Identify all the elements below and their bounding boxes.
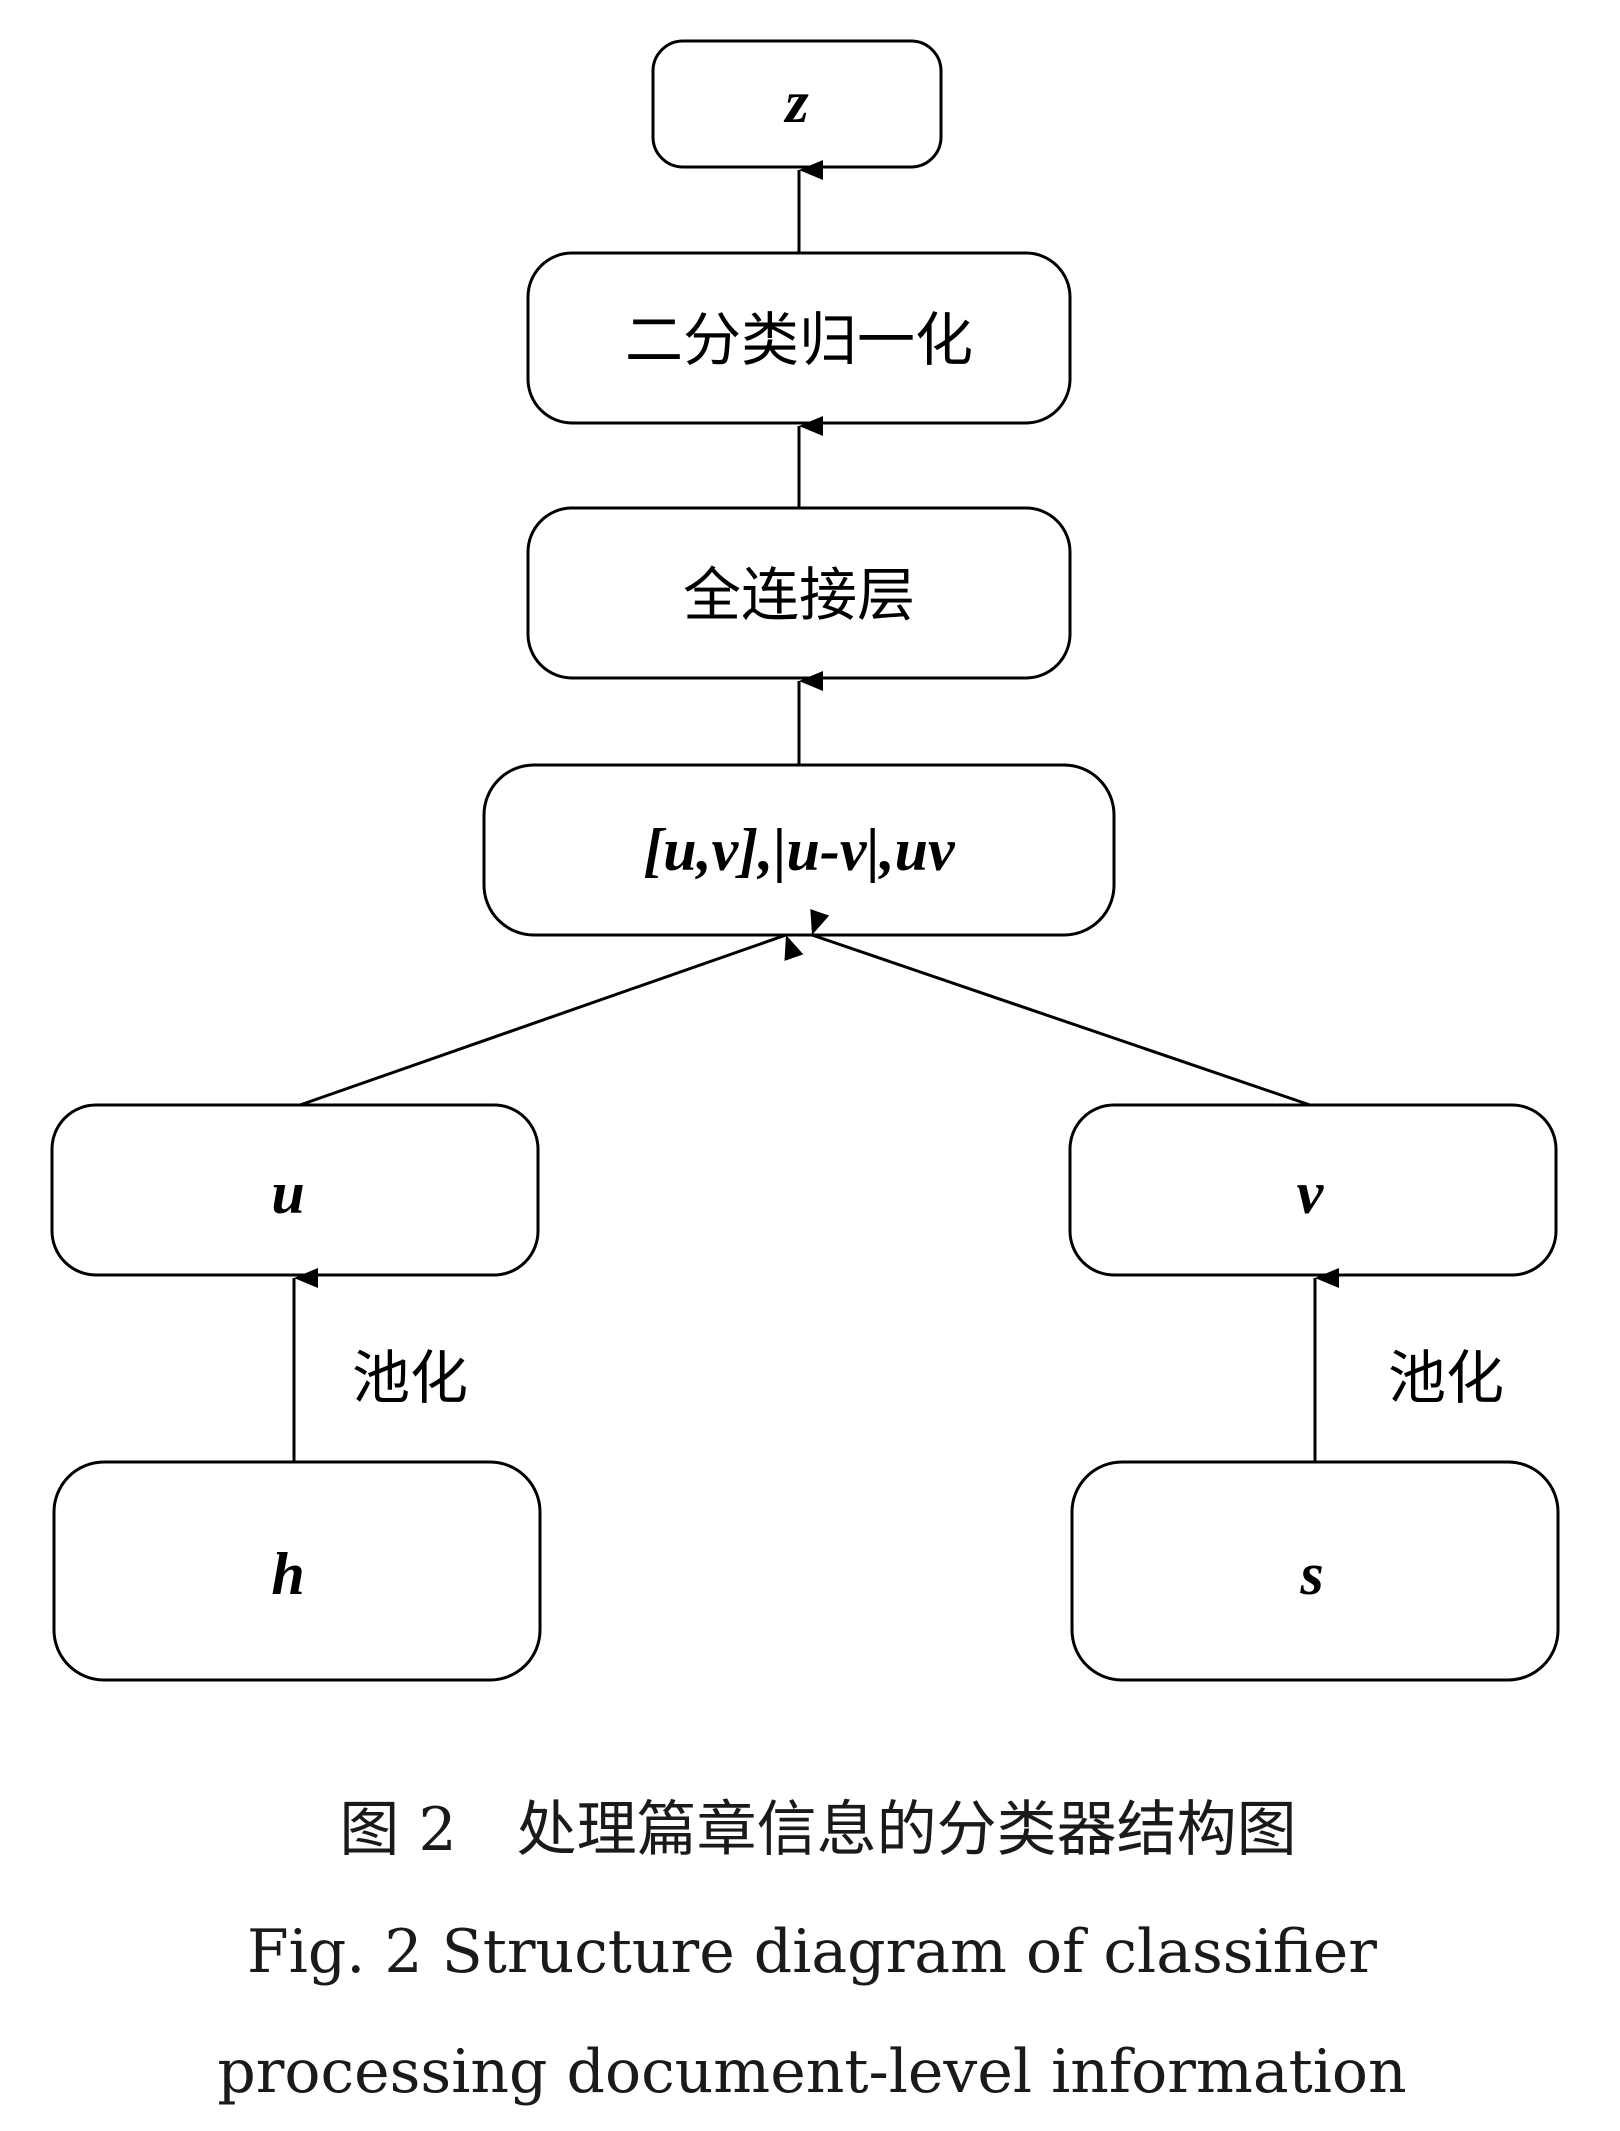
node-fc-label: 全连接层 — [683, 561, 915, 629]
edge-u-to-concat — [299, 933, 804, 1107]
node-h: h — [52, 1460, 542, 1682]
edge-label-pool-right: 池化 — [1388, 1344, 1504, 1412]
figure-caption-en-line1: Fig. 2 Structure diagram of classifier — [247, 1917, 1377, 1987]
edge-v-to-concat — [810, 909, 1311, 1107]
node-u-label: u — [271, 1160, 304, 1226]
node-concat: [u,v],|u-v|,uv — [482, 763, 1116, 937]
node-v-label: v — [1297, 1160, 1325, 1226]
node-u: u — [50, 1103, 540, 1277]
node-z: z — [651, 39, 943, 169]
edge-label-pool-left: 池化 — [352, 1344, 468, 1412]
node-fc: 全连接层 — [526, 506, 1072, 680]
figure-caption-en-line2: processing document-level information — [217, 2037, 1406, 2107]
node-h-label: h — [271, 1541, 304, 1607]
node-softmax-label: 二分类归一化 — [625, 306, 973, 374]
node-z-label: z — [783, 69, 809, 135]
figure-caption-zh: 图 2 处理篇章信息的分类器结构图 — [339, 1795, 1296, 1865]
node-softmax: 二分类归一化 — [526, 251, 1072, 425]
node-s: s — [1070, 1460, 1560, 1682]
node-concat-label: [u,v],|u-v|,uv — [643, 817, 956, 883]
node-s-label: s — [1299, 1541, 1323, 1607]
node-v: v — [1068, 1103, 1558, 1277]
